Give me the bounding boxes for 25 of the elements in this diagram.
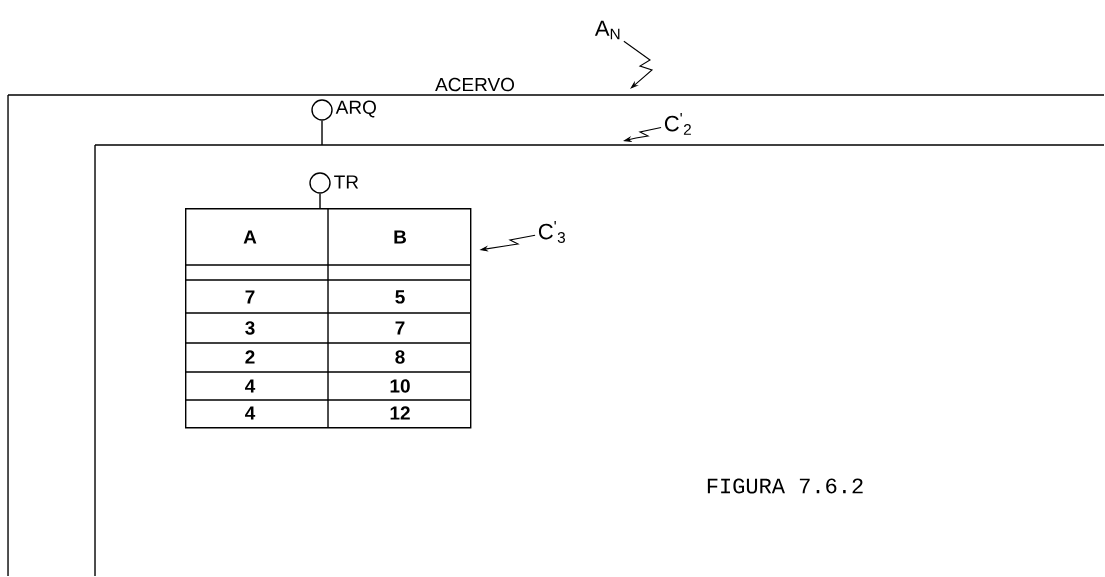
connector-line [321, 120, 323, 146]
table-cell: 7 [395, 321, 405, 335]
circle-label: TR [334, 175, 359, 189]
circle-symbol [309, 172, 331, 194]
data-table [184, 207, 472, 429]
table-cell: 3 [245, 321, 255, 335]
figure-caption: FIGURA 7.6.2 [707, 478, 863, 494]
region-frame [94, 144, 1105, 577]
table-cell: 2 [245, 350, 255, 364]
callout-label: C$^{'}$3 [538, 221, 566, 243]
table-cell: 4 [245, 379, 256, 393]
table-cell: A [243, 230, 257, 244]
table-cell: 12 [390, 406, 410, 420]
callout-label: A$_{N}$ [594, 20, 620, 40]
leader-arrow [623, 40, 654, 89]
table-cell: 10 [390, 379, 410, 393]
table-cell: 7 [245, 290, 255, 304]
callout-label: C$^{'}$2 [664, 113, 691, 135]
circle-symbol [311, 99, 333, 121]
table-cell: 5 [395, 290, 405, 304]
circle-label: ARQ [335, 100, 376, 118]
table-cell: B [394, 230, 406, 244]
table-cell: 4 [245, 406, 256, 420]
connector-line [319, 193, 321, 209]
table-cell: 8 [395, 350, 405, 364]
